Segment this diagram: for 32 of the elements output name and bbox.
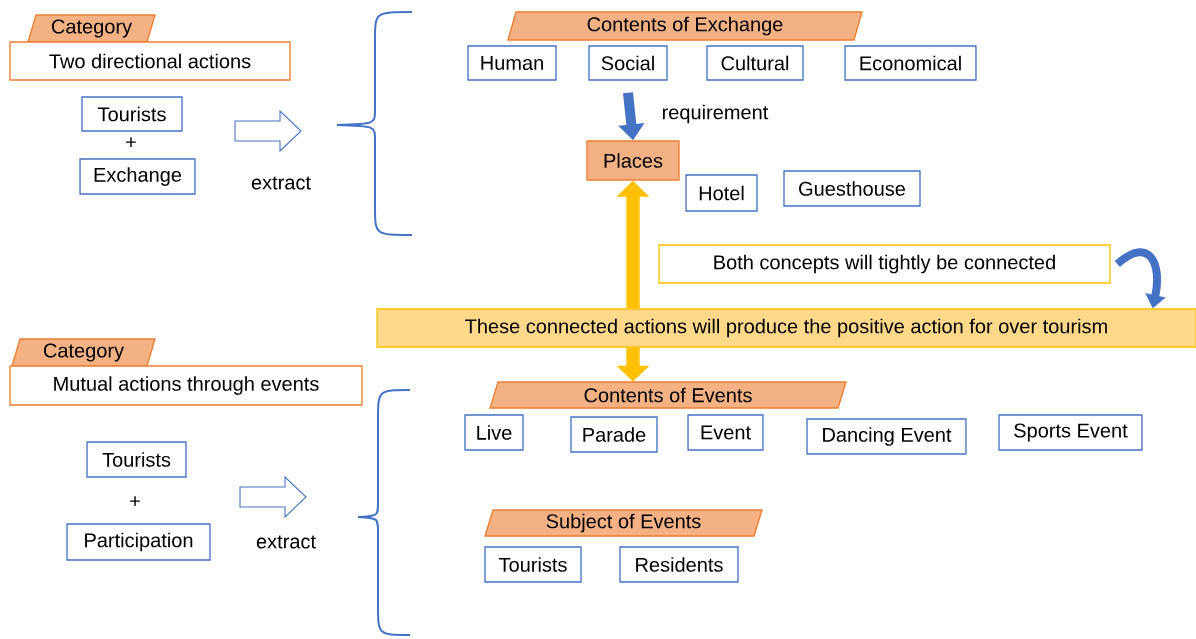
item-box: Participation (66, 523, 211, 561)
item-box: Dancing Event (806, 418, 967, 455)
item-box: Live (464, 414, 524, 451)
heading-tag: Category (27, 14, 156, 43)
item-box: Event (687, 414, 764, 451)
item-box: Human (467, 45, 557, 81)
category-box: Mutual actions through events (9, 365, 363, 406)
category-box: Two directional actions (9, 41, 291, 81)
item-box: Exchange (79, 158, 196, 195)
place-box: Places (586, 140, 680, 181)
item-box: Hotel (685, 174, 758, 212)
note-box: Both concepts will tightly be connected (658, 244, 1111, 284)
label-text: extract (251, 176, 311, 190)
heading-tag: Contents of Events (489, 381, 847, 409)
banner: These connected actions will produce the positive action for over tourism (376, 308, 1196, 348)
label-text: extract (256, 535, 316, 549)
item-box: Tourists (484, 546, 582, 583)
item-box: Guesthouse (783, 170, 921, 207)
heading-tag: Category (11, 338, 156, 367)
item-box: Parade (570, 416, 658, 453)
label-text: + (126, 137, 136, 147)
item-box: Social (588, 45, 668, 81)
item-box: Tourists (86, 441, 187, 478)
item-box: Economical (844, 45, 977, 81)
item-box: Cultural (706, 45, 804, 81)
heading-tag: Subject of Events (484, 509, 763, 537)
item-box: Sports Event (998, 414, 1143, 451)
heading-tag: Contents of Exchange (507, 11, 863, 41)
label-text: + (130, 496, 140, 506)
item-box: Tourists (81, 96, 183, 132)
item-box: Residents (619, 546, 739, 583)
edge-label: requirement (662, 104, 769, 124)
